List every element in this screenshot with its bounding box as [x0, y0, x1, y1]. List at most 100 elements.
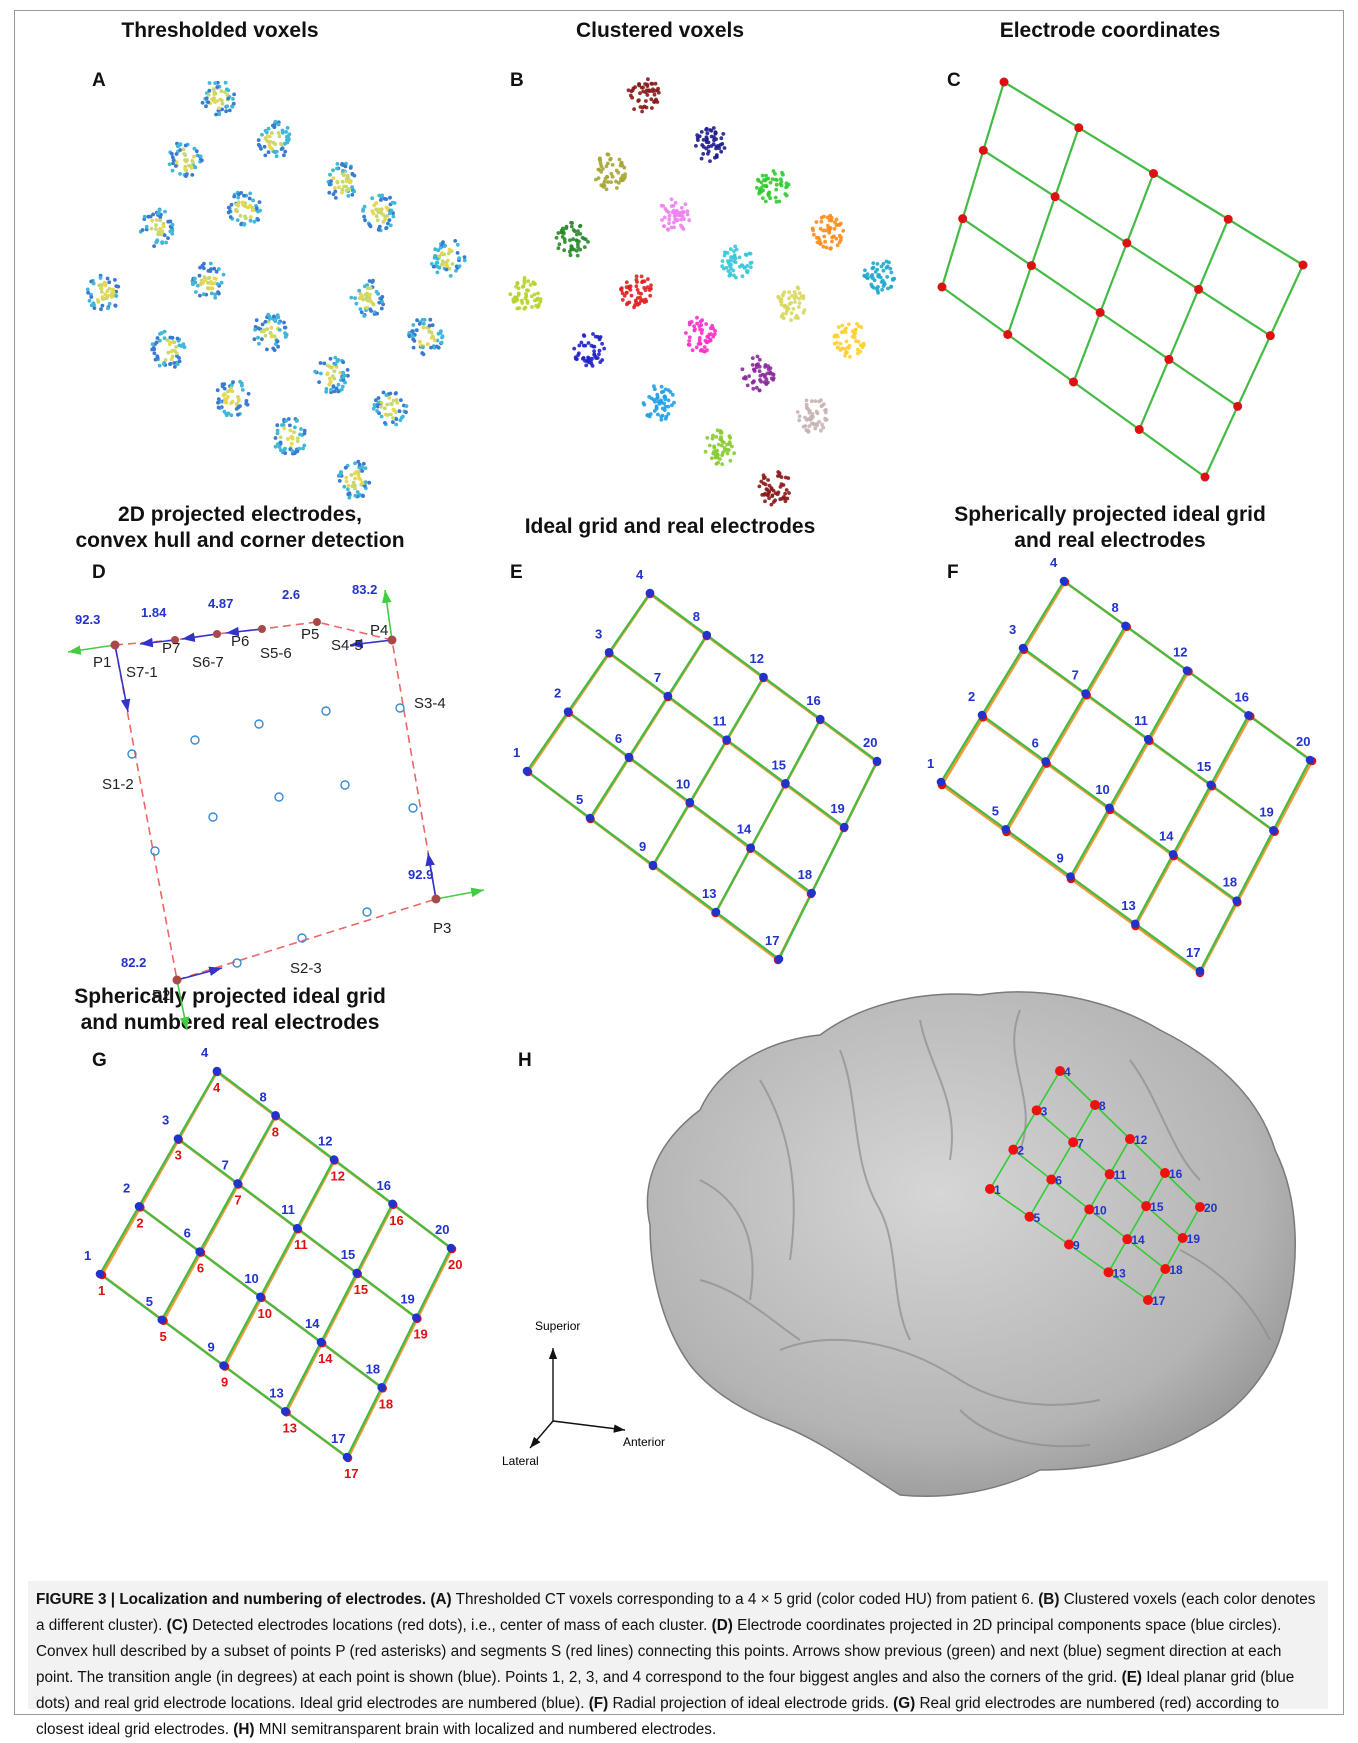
ideal-electrode: [604, 648, 614, 657]
hull-point-label: P7: [162, 640, 181, 657]
ideal-electrode-number: 18: [366, 1361, 380, 1376]
voxel-cluster-a: [150, 329, 187, 369]
ideal-electrode: [219, 1361, 228, 1370]
voxel-cluster-a: [85, 273, 121, 312]
brain-electrode: [1008, 1144, 1019, 1155]
electrode-dot: [1134, 425, 1144, 434]
caption-tag: (D): [711, 1617, 733, 1634]
panel-d-letter: D: [92, 562, 106, 583]
angle-label: 92.9: [408, 867, 434, 882]
brain-electrode: [1143, 1295, 1153, 1305]
ideal-electrode: [1206, 780, 1216, 790]
brain-electrode: [1195, 1202, 1205, 1212]
ideal-electrode: [1269, 826, 1278, 835]
ideal-electrode: [1130, 919, 1140, 929]
ideal-electrode: [1305, 755, 1315, 765]
ideal-electrode-number: 6: [1032, 735, 1039, 750]
ideal-electrode-number: 11: [1134, 713, 1148, 728]
real-electrode-number: 20: [448, 1257, 462, 1272]
electrode-dot: [1200, 472, 1210, 482]
ideal-electrode: [195, 1247, 204, 1256]
voxel-cluster-b: [740, 354, 776, 393]
ideal-electrode-number: 10: [676, 776, 690, 791]
brain-electrode: [1141, 1201, 1152, 1212]
figure-frame: [14, 10, 1344, 1715]
ideal-electrode-number: 9: [639, 839, 646, 854]
ideal-electrode-number: 14: [1159, 828, 1174, 843]
ideal-electrode-number: 6: [615, 731, 622, 746]
ideal-electrode: [648, 860, 658, 870]
ideal-electrode: [388, 1199, 397, 1209]
panel-f-title: Spherically projected ideal grid and rea…: [954, 503, 1266, 552]
angle-label: 92.3: [75, 612, 101, 627]
electrode-dot: [978, 145, 988, 155]
brain-silhouette: [646, 991, 1296, 1498]
caption-figure-label: FIGURE 3 | Localization and numbering of…: [36, 1591, 427, 1608]
ideal-electrode-number: 5: [992, 803, 999, 818]
hull-point-label: P5: [301, 626, 320, 643]
ideal-electrode: [271, 1110, 280, 1120]
voxel-cluster-a: [226, 190, 262, 227]
hull-point-label: P3: [433, 920, 452, 937]
electrode-dot: [1003, 330, 1013, 339]
ideal-electrode-number: 3: [162, 1113, 169, 1128]
ideal-electrode: [585, 813, 595, 823]
ideal-electrode: [1244, 710, 1253, 720]
ideal-electrode-number: 15: [772, 757, 786, 772]
brain-electrode-number: 15: [1150, 1200, 1164, 1214]
ideal-electrode-number: 1: [513, 745, 520, 760]
brain-electrode: [1160, 1264, 1171, 1274]
brain-electrode-number: 3: [1041, 1104, 1048, 1118]
voxel-cluster-a: [256, 119, 292, 159]
caption-text: Clustered voxels (each color denotes a d…: [36, 1591, 1316, 1634]
hull-point-label: P1: [93, 654, 112, 671]
voxel-cluster-a: [313, 355, 350, 395]
real-electrode-number: 8: [272, 1124, 279, 1139]
brain-electrode: [1046, 1174, 1057, 1185]
brain-electrode-number: 12: [1134, 1133, 1148, 1147]
angle-label: 4.87: [208, 596, 234, 611]
electrode-dot: [1149, 169, 1158, 178]
voxel-cluster-b: [795, 398, 829, 434]
ideal-electrode: [781, 779, 790, 788]
hull-point-label: P2: [152, 987, 171, 1004]
ideal-electrode-number: 9: [208, 1340, 215, 1355]
voxel-cluster-b: [626, 77, 661, 114]
real-electrode-number: 17: [344, 1466, 358, 1481]
ideal-electrode-number: 10: [244, 1271, 258, 1286]
ideal-electrode-number: 3: [1009, 622, 1016, 637]
segment-label: S4-5: [331, 637, 363, 654]
real-electrode-number: 2: [136, 1215, 143, 1230]
hull-arrows: [67, 589, 485, 1031]
electrode-grid-c: [937, 77, 1308, 482]
ideal-electrode: [1195, 966, 1205, 976]
voxel-cluster-b: [684, 315, 717, 354]
ideal-electrode-number: 3: [595, 626, 602, 641]
superior-label: Superior: [535, 1319, 580, 1333]
ideal-electrode: [157, 1315, 167, 1325]
ideal-electrode: [352, 1268, 362, 1278]
ideal-electrode-number: 5: [146, 1294, 153, 1309]
voxel-cluster-b: [832, 322, 866, 359]
electrode-dot: [1069, 377, 1078, 387]
ideal-electrode-number: 19: [1259, 804, 1273, 819]
voxel-cluster-a: [138, 207, 175, 249]
voxel-cluster-b: [757, 470, 791, 507]
hull-point-label: P6: [231, 633, 250, 650]
ideal-electrode-number: 17: [331, 1431, 345, 1446]
ideal-electrode: [292, 1223, 302, 1233]
real-electrode-number: 6: [197, 1261, 204, 1276]
brain-electrode: [1177, 1233, 1188, 1243]
panel-a-letter: A: [92, 70, 106, 91]
ideal-electrode: [1018, 643, 1028, 653]
brain-electrode-number: 2: [1017, 1144, 1024, 1158]
voxel-cluster-b: [810, 213, 846, 251]
ideal-electrode-number: 13: [1121, 898, 1135, 913]
ideal-electrode-number: 6: [184, 1226, 191, 1241]
electrode-dot: [1233, 401, 1243, 411]
voxel-cluster-b: [720, 244, 754, 280]
electrode-dot: [958, 214, 968, 224]
angle-label: 2.6: [282, 587, 301, 602]
